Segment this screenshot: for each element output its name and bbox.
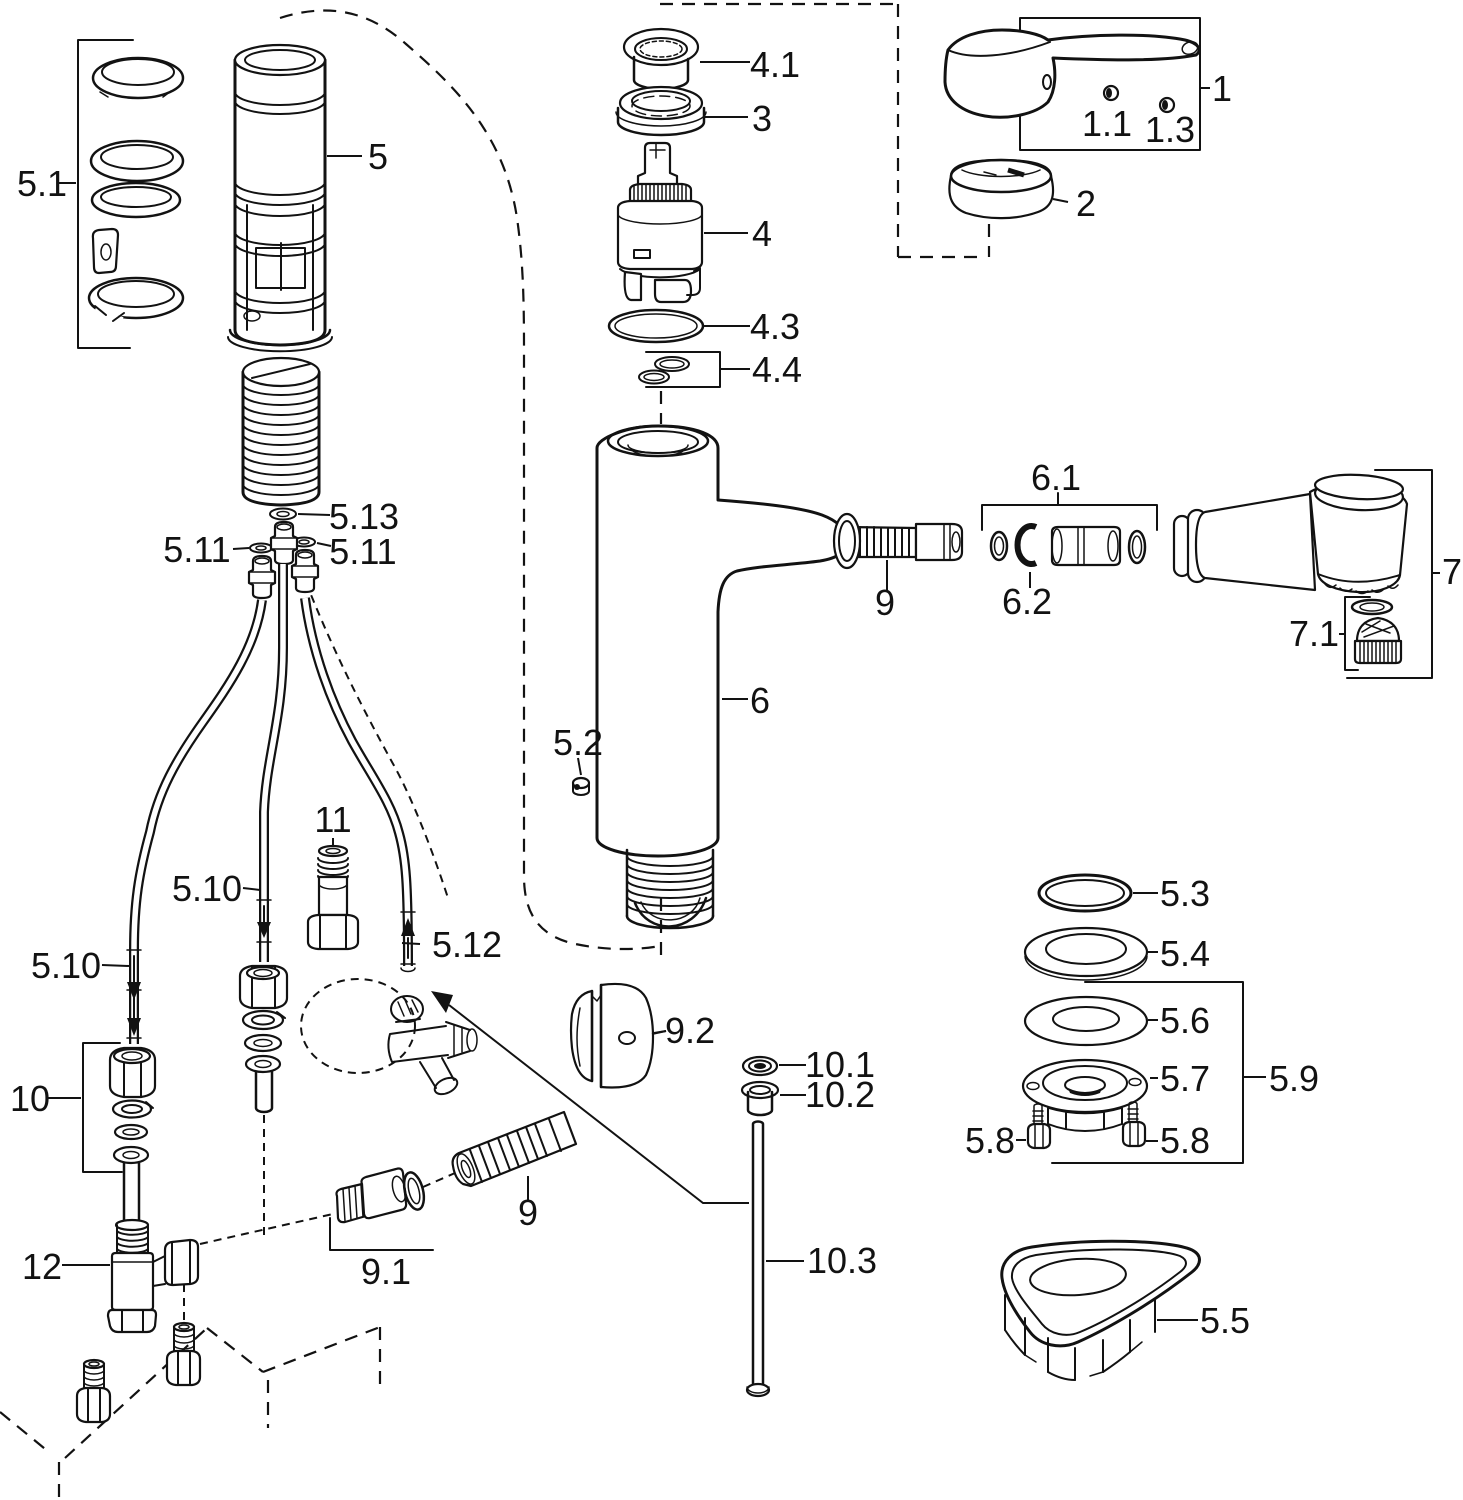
callout-5-1: 5.1 xyxy=(17,163,67,204)
part-10-1-washer xyxy=(741,1055,806,1077)
part-4-4-seal-pair xyxy=(638,351,750,388)
part-11-check-valve xyxy=(306,838,360,951)
callout-4: 4 xyxy=(752,213,772,254)
callout-5-10-mid: 5.10 xyxy=(172,868,242,909)
callout-5-7: 5.7 xyxy=(1160,1058,1210,1099)
callout-5-6: 5.6 xyxy=(1160,1000,1210,1041)
part-5-4-washer xyxy=(1023,926,1158,981)
callout-5-8-left: 5.8 xyxy=(965,1120,1015,1161)
callout-2: 2 xyxy=(1076,183,1096,224)
callout-6-2: 6.2 xyxy=(1002,581,1052,622)
callout-5-11-left: 5.11 xyxy=(163,529,230,570)
part-5-5-base xyxy=(1000,1239,1201,1381)
split-ring xyxy=(87,276,185,325)
group-5-9-mounting-kit xyxy=(1051,981,1266,1164)
callout-5-3: 5.3 xyxy=(1160,873,1210,914)
guide-clip xyxy=(91,227,120,275)
group-9-1-hose-coupling xyxy=(329,1167,434,1251)
callout-5-9: 5.9 xyxy=(1269,1058,1319,1099)
washer-5-13 xyxy=(269,507,297,521)
callout-6-1: 6.1 xyxy=(1031,457,1081,498)
callout-9-1: 9.1 xyxy=(361,1251,411,1292)
callout-7: 7 xyxy=(1442,551,1462,592)
callout-5-13: 5.13 xyxy=(329,496,399,537)
callout-10: 10 xyxy=(10,1078,50,1119)
part-3-lock-ring xyxy=(615,85,748,137)
callout-5-12: 5.12 xyxy=(432,924,502,965)
callout-4-4: 4.4 xyxy=(752,349,802,390)
part-6-faucet-body xyxy=(595,424,964,930)
hose-left xyxy=(126,599,267,1044)
callout-10-2: 10.2 xyxy=(805,1074,875,1115)
callout-5-11-right: 5.11 xyxy=(329,531,396,572)
callout-9-2: 9.2 xyxy=(665,1010,715,1051)
group-10-compression-stack xyxy=(48,1042,157,1224)
part-7-spray-head xyxy=(1172,469,1440,679)
part-2-dome-cap xyxy=(948,158,1069,220)
part-5-3-o-ring xyxy=(1037,873,1158,913)
group-7-1-aerator xyxy=(1339,596,1403,671)
part-5-cartridge-sleeve xyxy=(227,43,333,353)
callout-3: 3 xyxy=(752,98,772,139)
part-4-cartridge xyxy=(616,141,748,304)
group-seal-kit-5-1 xyxy=(57,39,185,349)
washer-5-11-left xyxy=(249,542,273,554)
callout-5-10-left: 5.10 xyxy=(31,945,101,986)
callout-7-1: 7.1 xyxy=(1289,613,1339,654)
part-10-2-bushing xyxy=(740,1080,806,1117)
callout-11: 11 xyxy=(314,799,351,840)
slip-ring xyxy=(91,56,185,100)
part-5-8-screw xyxy=(1026,1103,1052,1150)
hose-right xyxy=(300,597,416,973)
part-9-spray-hose xyxy=(451,1110,578,1200)
part-5-6-washer xyxy=(1023,995,1158,1047)
part-4-3-o-ring xyxy=(607,308,750,344)
part-5-7-mounting-flange xyxy=(1021,1058,1158,1132)
callout-1-3: 1.3 xyxy=(1145,109,1195,150)
group-6-1-coupling-kit xyxy=(981,492,1158,588)
callout-9-hose: 9 xyxy=(518,1192,538,1233)
hose-middle xyxy=(256,564,288,962)
callout-6: 6 xyxy=(750,680,770,721)
part-5-threaded-shank xyxy=(241,356,321,507)
lift-rod-pointer xyxy=(431,991,749,1204)
part-9-2-split-clamp xyxy=(569,982,667,1089)
callout-12: 12 xyxy=(22,1246,62,1287)
part-12-angle-valve xyxy=(62,1218,200,1334)
part-1-1-screw xyxy=(1102,84,1120,102)
callout-4-1: 4.1 xyxy=(750,44,800,85)
o-ring xyxy=(90,181,182,219)
part-4-1-cap-ring xyxy=(622,27,750,91)
group-1-handle xyxy=(943,17,1210,151)
callout-labels: 5.1 5 4.1 3 4 4.3 4.4 1 1.1 1.3 2 5.13 5… xyxy=(10,44,1462,1341)
dashed-relation-lines xyxy=(0,2,991,1500)
adapter-nut xyxy=(75,1358,112,1424)
callout-4-3: 4.3 xyxy=(750,306,800,347)
callout-5-5: 5.5 xyxy=(1200,1300,1250,1341)
callout-5: 5 xyxy=(368,136,388,177)
o-ring xyxy=(89,139,185,183)
callout-10-1: 10.1 xyxy=(805,1044,875,1085)
callout-1: 1 xyxy=(1212,68,1232,109)
part-1-3-screw xyxy=(1158,96,1176,114)
callout-5-8-right: 5.8 xyxy=(1160,1120,1210,1161)
callout-1-1: 1.1 xyxy=(1082,103,1132,144)
callout-9-spout: 9 xyxy=(875,582,895,623)
hose-connector xyxy=(269,520,299,566)
diverter-valve-ghost xyxy=(387,995,478,1096)
part-5-2-plug xyxy=(571,757,591,796)
callout-10-3: 10.3 xyxy=(807,1240,877,1281)
callout-5-2: 5.2 xyxy=(553,722,603,763)
middle-compression-stack xyxy=(238,964,289,1114)
callout-5-4: 5.4 xyxy=(1160,933,1210,974)
part-10-3-lift-rod xyxy=(745,1120,804,1398)
misc-leaders xyxy=(101,155,667,1035)
